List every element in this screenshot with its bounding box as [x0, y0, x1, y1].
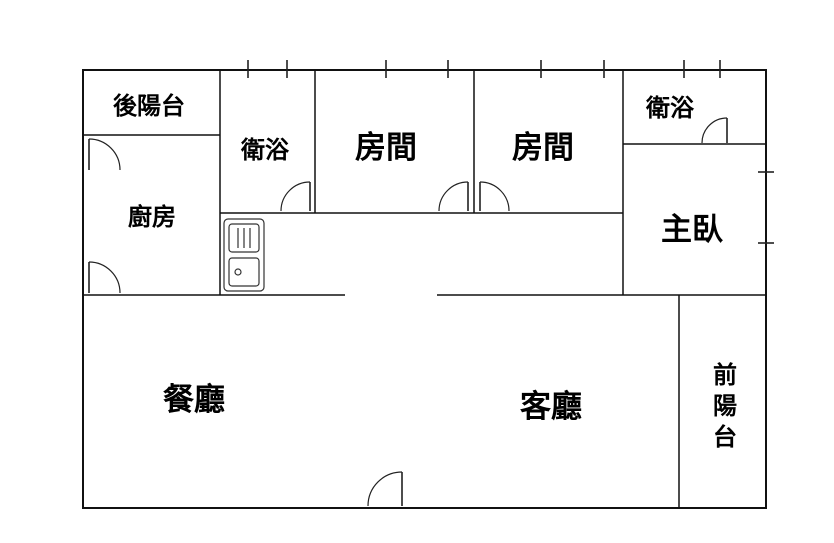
outer-wall	[82, 69, 767, 509]
window-markers	[247, 60, 774, 244]
door-bath-left	[280, 181, 311, 212]
room-label-front-balcony-3: 台	[713, 423, 737, 451]
room-label-dining-room: 餐廳	[163, 382, 225, 418]
room-label-bedroom-1: 房間	[355, 130, 417, 166]
room-label-back-balcony: 後陽台	[113, 92, 185, 120]
room-label-bedroom-2: 房間	[512, 130, 574, 166]
room-label-master-bedroom: 主臥	[661, 212, 723, 248]
room-label-front-balcony-2: 陽	[713, 392, 737, 420]
door-bath-right	[701, 117, 728, 144]
room-label-living-room: 客廳	[520, 389, 582, 425]
room-label-bath-right: 衛浴	[645, 94, 695, 122]
door-entrance	[367, 471, 403, 507]
door-kitchen-bottom	[88, 261, 121, 294]
door-bedroom-2	[479, 181, 510, 212]
room-label-kitchen: 廚房	[128, 203, 176, 231]
room-label-bath-left: 衛浴	[240, 136, 290, 164]
interior-walls	[83, 70, 766, 508]
room-label-front-balcony-1: 前	[713, 361, 737, 389]
kitchen-sink	[223, 218, 265, 292]
door-bedroom-1	[438, 181, 469, 212]
door-kitchen-top	[88, 138, 121, 171]
